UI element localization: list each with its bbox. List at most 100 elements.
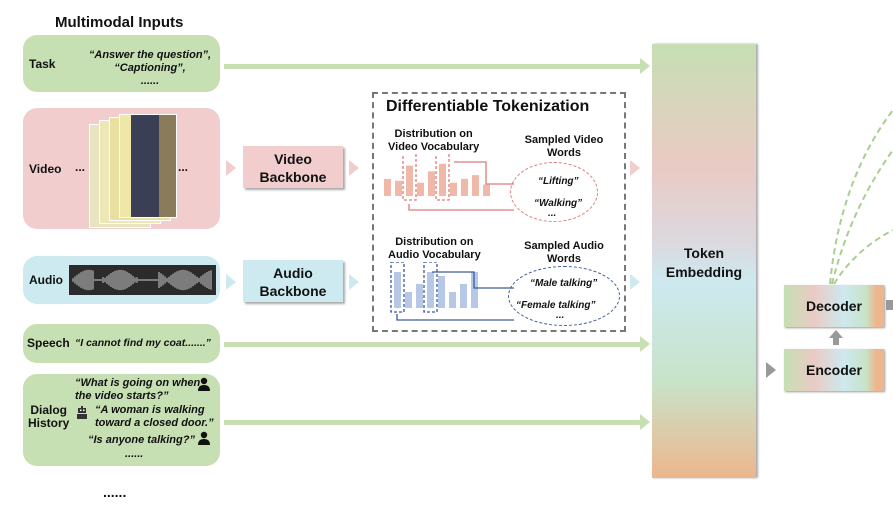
selected-token-box (435, 154, 450, 201)
video-input-box: Video ... ... (23, 108, 220, 229)
vocabulary-bar (461, 178, 468, 196)
embedding-line1: Token (683, 245, 725, 261)
dialog-question-1: “What is going on when the video starts?… (75, 377, 200, 403)
robot-icon (77, 406, 87, 419)
speech-text: “I cannot find my coat.......” (75, 337, 211, 349)
dialog-more: ...... (125, 448, 144, 460)
audio-to-backbone-arrow (226, 274, 236, 290)
speech-arrowhead (640, 336, 650, 352)
vocabulary-bar (394, 272, 401, 308)
dialog-question-2: “Is anyone talking?” (88, 434, 195, 446)
vocabulary-bar (460, 284, 467, 308)
video-dist-line1: Distribution on (394, 128, 473, 140)
video-backbone-out-arrow (349, 160, 359, 176)
audio-waveform (69, 265, 216, 295)
video-to-backbone-arrow (226, 160, 236, 176)
user-icon (198, 377, 210, 391)
task-input-box: Task “Answer the question”, “Captioning”… (23, 35, 220, 92)
video-vocabulary-distribution (384, 154, 514, 211)
dialog-history-box: Dialog History “What is going on when th… (23, 374, 220, 466)
video-frame (119, 114, 177, 218)
tok-audio-out-arrow (630, 274, 640, 290)
video-ellipsis-right: ... (178, 160, 189, 174)
audio-word-more: ... (556, 310, 565, 321)
embedding-line2: Embedding (665, 264, 743, 280)
token-embedding-block: Token Embedding (652, 44, 756, 478)
dialog-q1-line2: the video starts?” (75, 390, 169, 402)
selected-token-box (390, 262, 405, 313)
vocabulary-bar (406, 165, 413, 196)
task-text-3: ...... (140, 75, 160, 87)
vocabulary-bar (471, 272, 478, 308)
speech-label: Speech (27, 336, 70, 350)
decoder-feedback-curves (829, 109, 893, 285)
audio-dist-line1: Distribution on (395, 236, 474, 248)
task-text-2: “Captioning”, (114, 62, 186, 74)
video-words-ellipse (510, 162, 598, 222)
vocabulary-bar (417, 182, 424, 196)
dialog-q1-line1: “What is going on when (75, 377, 201, 389)
selected-token-box (423, 262, 438, 313)
sample-arrow (408, 204, 514, 211)
dialog-label: Dialog History (28, 404, 69, 430)
section-title: Multimodal Inputs (55, 14, 184, 31)
selected-token-box (402, 154, 417, 201)
dialog-label-1: Dialog (30, 403, 67, 417)
audio-words-line2: Words (546, 253, 582, 265)
video-ellipsis-left: ... (75, 160, 86, 174)
video-word-more: ... (548, 208, 557, 219)
audio-backbone: Audio Backbone (243, 260, 343, 302)
vocabulary-bar (405, 292, 412, 308)
differentiable-tokenization-box: Differentiable Tokenization Distribution… (372, 92, 626, 332)
audio-input-box: Audio (23, 256, 220, 304)
vocabulary-bar (483, 184, 490, 196)
audio-words-label: Sampled Audio Words (514, 240, 614, 266)
speech-arrow-line (224, 342, 642, 347)
task-label: Task (29, 57, 56, 71)
vocabulary-bar (450, 182, 457, 196)
sample-arrow (396, 314, 514, 321)
video-words-line2: Words (546, 147, 582, 159)
audio-backbone-out-arrow (349, 274, 359, 290)
vocabulary-bar (472, 175, 479, 196)
video-words-label: Sampled Video Words (514, 134, 614, 160)
vocabulary-bar (449, 292, 456, 308)
video-backbone-line1: Video (274, 151, 312, 167)
decoder-block: Decoder (784, 285, 884, 327)
video-words-line1: Sampled Video (524, 134, 604, 146)
dialog-a1-line2: toward a closed door.” (95, 417, 214, 429)
encoder-to-decoder-arrow (829, 330, 843, 338)
task-text: “Answer the question”, “Captioning”, ...… (85, 49, 215, 88)
audio-words-ellipse (508, 266, 620, 326)
audio-label: Audio (29, 273, 63, 287)
sample-arrow (432, 271, 514, 289)
dialog-arrowhead (640, 414, 650, 430)
video-backbone-line2: Backbone (259, 169, 327, 185)
encoder-block: Encoder (784, 349, 884, 391)
speech-input-box: Speech “I cannot find my coat.......” (23, 324, 220, 363)
video-word-walking: “Walking” (534, 198, 583, 209)
audio-vocabulary-distribution (390, 262, 514, 321)
decoder-output-arrow (886, 300, 893, 310)
audio-distribution-label: Distribution on Audio Vocabulary (388, 236, 481, 262)
video-distribution-label: Distribution on Video Vocabulary (388, 128, 479, 154)
video-frames (89, 114, 179, 228)
audio-backbone-line1: Audio (273, 265, 313, 281)
vocabulary-bar (438, 276, 445, 308)
encoder-to-decoder-stem (833, 337, 839, 345)
audio-backbone-line2: Backbone (259, 283, 327, 299)
vocabulary-bar (384, 178, 391, 196)
audio-word-female: “Female talking” (516, 300, 596, 311)
embedding-to-encoder-arrow (766, 362, 776, 378)
dialog-answer-1: “A woman is walking toward a closed door… (95, 404, 214, 430)
tokenization-title: Differentiable Tokenization (386, 98, 590, 115)
dialog-arrow-line (224, 420, 642, 425)
vocabulary-bar (427, 272, 434, 308)
video-label: Video (29, 162, 62, 176)
tok-video-out-arrow (630, 160, 640, 176)
task-arrowhead (640, 58, 650, 74)
vocabulary-bar (416, 284, 423, 308)
token-embedding-label: Token Embedding (652, 244, 756, 282)
video-backbone: Video Backbone (243, 146, 343, 188)
audio-dist-line2: Audio Vocabulary (388, 249, 481, 261)
